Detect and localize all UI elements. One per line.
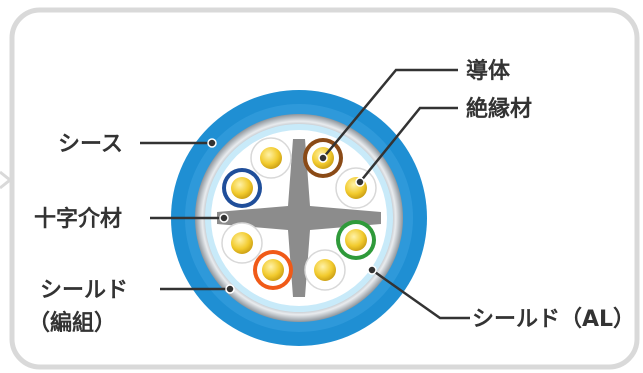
label-conductor: 導体 <box>466 58 511 84</box>
conductor <box>345 229 367 251</box>
leader-shield-al <box>371 268 470 320</box>
conductor <box>231 177 253 199</box>
cable-cross-section <box>171 90 427 346</box>
conductor <box>231 232 253 254</box>
label-shield-braid-line1: シールド <box>40 278 128 303</box>
conductor <box>262 259 284 281</box>
cross-filler <box>217 139 381 297</box>
leader-conductor <box>322 68 458 159</box>
conductor <box>260 147 282 169</box>
label-cross-filler: 十字介材 <box>34 206 122 232</box>
labels: 導体 絶縁材 シース 十字介材 シールド （編組） シールド（AL） <box>28 58 635 336</box>
leader-insulator <box>359 106 458 183</box>
leader-lines <box>140 68 470 320</box>
label-sheath: シース <box>58 132 123 157</box>
label-shield-braid-line2: （編組） <box>28 310 116 336</box>
wire-pairs <box>221 137 377 291</box>
conductor <box>314 259 336 281</box>
label-shield-al: シールド（AL） <box>472 307 635 332</box>
left-arrow-fragment <box>0 170 13 190</box>
label-insulator: 絶縁材 <box>466 96 532 122</box>
